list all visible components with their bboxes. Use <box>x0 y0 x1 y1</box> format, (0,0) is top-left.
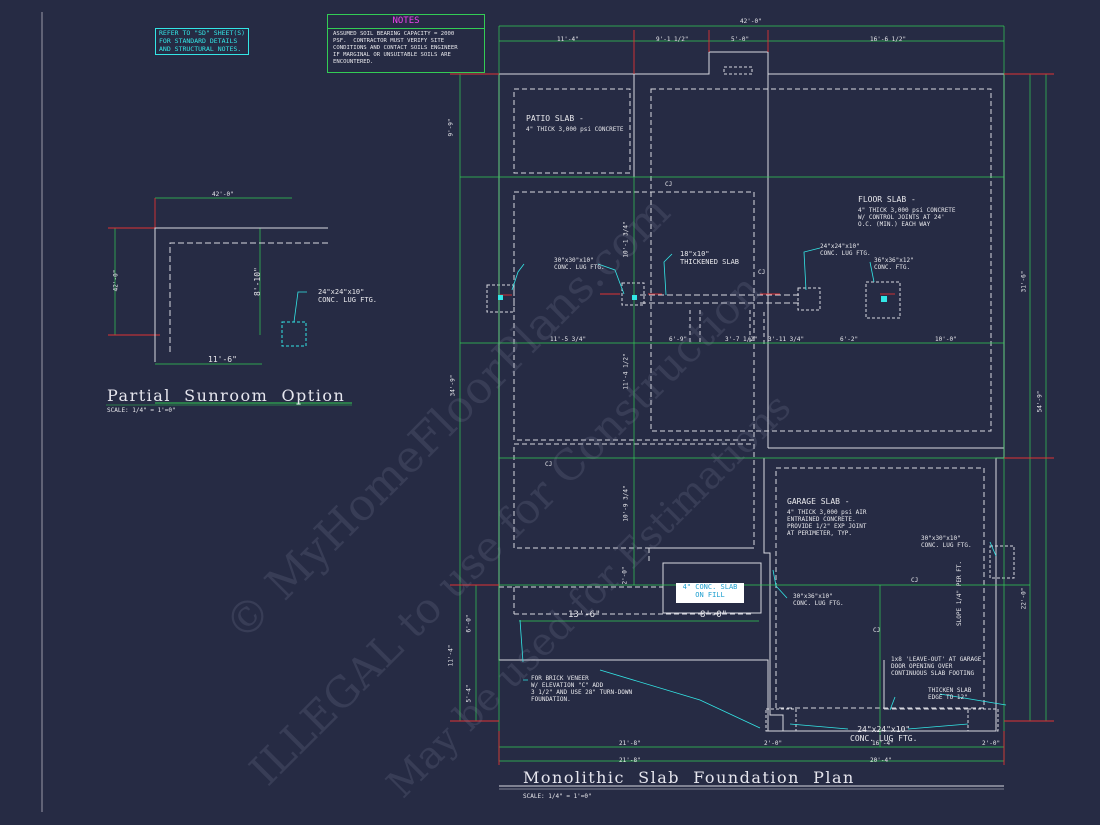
sunroom-dim-width: 11'-6" <box>208 355 237 364</box>
notes-box: NOTES ASSUMED SOIL BEARING CAPACITY = 20… <box>327 14 485 73</box>
dim-13-6: 13'-6" <box>568 610 601 620</box>
dim-inner-4: 2'-0" <box>621 566 629 585</box>
dim-right-1: 31'-6" <box>1020 270 1028 293</box>
dim-left-4: 6'-0" <box>465 614 473 633</box>
dim-left-5: 5'-4" <box>465 684 473 703</box>
reference-note: REFER TO "SD" SHEET(S) FOR STANDARD DETA… <box>155 28 250 56</box>
leave-out-note: 1x8 'LEAVE-OUT' AT GARAGE DOOR OPENING O… <box>891 656 982 677</box>
dim-inner-1: 10'-1 3/4" <box>622 221 630 258</box>
dim-bot-5: 21'-8" <box>619 757 641 764</box>
dim-bot-3: 16'-4" <box>872 740 894 747</box>
bottom-ftg-label: 24"x24"x10" CONC. LUG FTG. <box>850 725 918 744</box>
cj-mark: CJ <box>873 627 881 634</box>
ftg-30x30-right-label: 30"x30"x10" CONC. LUG FTG. <box>921 535 972 549</box>
sunroom-title: Partial Sunroom Option <box>107 386 346 405</box>
dim-bot-6: 20'-4" <box>870 757 892 764</box>
thickened-slab-label: 18"x10" THICKENED SLAB <box>680 250 740 267</box>
dim-mid-4: 3'-11 3/4" <box>768 336 805 343</box>
notes-title: NOTES <box>392 16 420 26</box>
plan-title: Monolithic Slab Foundation Plan <box>523 768 855 787</box>
cj-mark: CJ <box>545 461 553 468</box>
dim-top-3: 5'-0" <box>731 36 750 43</box>
dim-left-2: 34'-9" <box>449 374 457 397</box>
dim-left-1: 9'-9" <box>447 118 455 137</box>
notes-text: ASSUMED SOIL BEARING CAPACITY = 2000 PSF… <box>333 31 458 65</box>
dim-mid-6: 10'-0" <box>935 336 957 343</box>
dim-mid-1: 11'-5 3/4" <box>550 336 587 343</box>
garage-slab-spec: 4" THICK 3,000 psi AIR ENTRAINED CONCRET… <box>787 509 867 537</box>
cj-mark: CJ <box>665 181 673 188</box>
conc-fill-label: 4" CONC. SLAB ON FILL <box>676 583 744 603</box>
dim-bot-1: 21'-8" <box>619 740 641 747</box>
slope-label: SLOPE 1/4" PER FT. <box>956 560 964 626</box>
cj-mark: CJ <box>911 577 919 584</box>
sunroom-ftg-label: 24"x24"x10" CONC. LUG FTG. <box>318 288 378 305</box>
sunroom-scale: SCALE: 1/4" = 1'=0" <box>107 407 176 414</box>
patio-slab-spec: 4" THICK 3,000 psi CONCRETE <box>526 126 624 133</box>
cj-mark: CJ <box>758 269 766 276</box>
dim-top-1: 11'-4" <box>557 36 579 43</box>
dim-8-0: 8'-0" <box>700 610 728 620</box>
sunroom-dim-top: 42'-0" <box>212 191 234 198</box>
extension-lines <box>108 30 1054 765</box>
dim-overall-top: 42'-0" <box>740 18 762 25</box>
garage-slab-title: GARAGE SLAB - <box>787 497 850 506</box>
dim-top-4: 16'-6 1/2" <box>870 36 907 43</box>
sunroom-outline <box>106 227 1004 790</box>
leader-lines <box>293 247 1007 730</box>
floor-slab-title: FLOOR SLAB - <box>858 195 916 204</box>
sunroom-dim-height: 8'-10" <box>252 267 262 297</box>
dim-mid-2: 6'-9" <box>669 336 688 343</box>
dim-top-2: 9'-1 1/2" <box>656 36 689 43</box>
ftg-36x36-label: 36"x36"x12" CONC. FTG. <box>874 257 914 271</box>
ftg-30x30-label: 30"x30"x10" CONC. LUG FTG. <box>554 257 605 271</box>
dim-inner-3: 10'-9 3/4" <box>622 485 630 522</box>
dim-inner-2: 11'-4 1/2" <box>622 353 630 390</box>
dim-left-3: 11'-4" <box>447 644 455 667</box>
dim-mid-3: 3'-7 1/2" <box>725 336 758 343</box>
ftg-30x36-label: 30"x36"x10" CONC. LUG FTG. <box>793 593 844 607</box>
floor-slab-spec: 4" THICK 3,000 psi CONCRETE W/ CONTROL J… <box>858 207 956 228</box>
footing-markers <box>498 295 887 302</box>
brick-veneer-note: FOR BRICK VENEER W/ ELEVATION "C" ADD 3 … <box>531 675 633 703</box>
dim-right-2: 54'-9" <box>1036 390 1044 413</box>
dim-right-3: 22'-0" <box>1020 587 1028 610</box>
patio-slab-title: PATIO SLAB - <box>526 114 584 123</box>
sunroom-dim-left: 42'-0" <box>112 269 120 292</box>
thicken-edge-note: THICKEN SLAB EDGE TO 12" <box>928 687 972 701</box>
dim-mid-5: 6'-2" <box>840 336 859 343</box>
ftg-24x24-label: 24"x24"x10" CONC. LUG FTG. <box>820 243 871 257</box>
plan-scale: SCALE: 1/4" = 1'=0" <box>523 793 592 800</box>
dimension-lines <box>114 25 1047 762</box>
dim-bot-2: 2'-0" <box>764 740 783 747</box>
dim-bot-4: 2'-0" <box>982 740 1001 747</box>
